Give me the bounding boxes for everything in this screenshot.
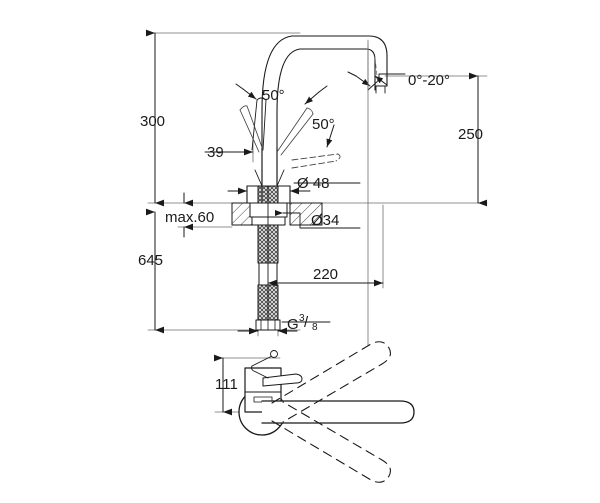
body-taper (254, 169, 285, 187)
dim-label-645: 645 (138, 252, 163, 269)
mounting-washer (249, 202, 288, 218)
dim-label-39: 39 (207, 144, 224, 161)
spout-inner-profile (276, 48, 376, 187)
angle-label-left: 50° (262, 87, 285, 104)
dim-label-max60: max.60 (165, 209, 214, 226)
plan-lever (251, 350, 303, 387)
spout-outer-profile (261, 35, 388, 206)
dim-label-d34: Ø34 (311, 212, 339, 229)
thread-label-slash: / (304, 314, 309, 331)
leader-angle-left (235, 83, 257, 100)
dim-label-111: 111 (215, 376, 238, 393)
dim-label-d48: Ø 48 (297, 175, 330, 192)
dim-label-250: 250 (458, 126, 483, 143)
thread-label-numerator: 3 (299, 313, 305, 324)
thread-label-prefix: G (287, 316, 299, 333)
plan-spout-center (261, 400, 415, 424)
dim-label-220: 220 (313, 266, 338, 283)
leader-angle-right-lower (326, 124, 335, 148)
plan-view-group (214, 341, 415, 483)
angle-label-tilt: 0°-20° (408, 72, 450, 89)
dim-label-300: 300 (140, 113, 165, 130)
lever-position-right (276, 107, 314, 156)
thread-label-denominator: 8 (312, 322, 318, 333)
leader-angle-right (304, 85, 328, 105)
lever-handle (251, 99, 267, 151)
angle-label-right: 50° (312, 116, 335, 133)
leader-d34 (275, 210, 361, 229)
mounting-nut (251, 216, 286, 226)
thread-label-g38: G 3 / 8 (287, 313, 318, 333)
plan-spout-swivel-up (271, 341, 391, 423)
lever-position-horizontal (291, 153, 339, 169)
plan-spout-swivel-down (271, 401, 391, 483)
lever-position-left (239, 105, 264, 153)
